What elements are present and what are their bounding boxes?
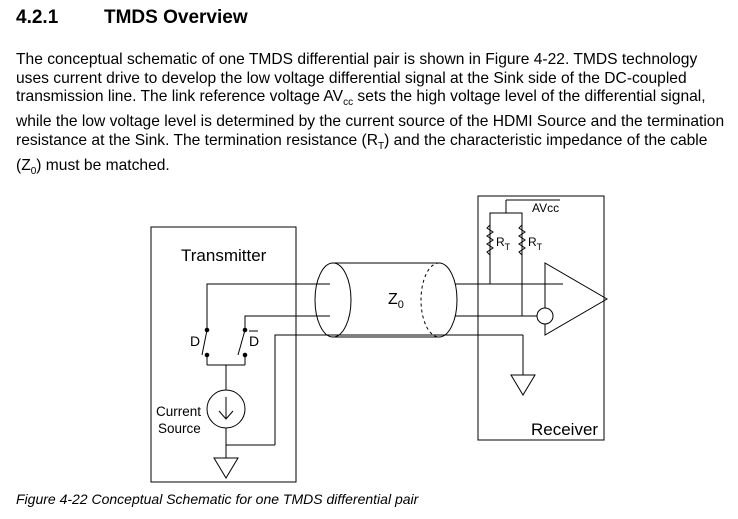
switch-d-label: D [190, 333, 200, 349]
paragraph-text-3: ) and the characteristic impedance of th… [16, 131, 708, 174]
resistor-rt-label-1: RT [496, 235, 511, 252]
paragraph-text-4: ) must be matched. [36, 156, 170, 174]
paragraph-text-1: The conceptual schematic of one TMDS dif… [16, 51, 698, 106]
resistor-rt-label-2: RT [528, 235, 543, 252]
cable-impedance-label: Z0 [388, 291, 404, 311]
inverting-input-bubble [536, 307, 554, 325]
section-number: 4.2.1 [16, 7, 59, 28]
receiver-box [477, 195, 605, 441]
switch-dbar-label: D [249, 333, 259, 349]
body-paragraph: The conceptual schematic of one TMDS dif… [16, 51, 732, 182]
current-label: Current [156, 404, 201, 419]
transmitter-wiring [206, 283, 345, 458]
source-label: Source [158, 421, 201, 436]
receiver-wiring [345, 199, 563, 375]
switch-d [201, 327, 210, 358]
avcc-label: AVcc [532, 201, 559, 215]
rt-subscript: T [378, 141, 385, 153]
paragraph-text-2: sets the high voltage level of the diffe… [16, 88, 725, 149]
transmitter-ground-icon [213, 457, 239, 479]
switch-dbar [237, 327, 248, 358]
z0-subscript: 0 [30, 165, 37, 177]
transmitter-label: Transmitter [181, 246, 267, 265]
transmitter-box [150, 226, 297, 483]
receiver-label: Receiver [531, 420, 598, 439]
current-source-icon [206, 389, 246, 429]
avcc-subscript: cc [343, 97, 354, 109]
cable [314, 262, 458, 338]
section-heading: 4.2.1 TMDS Overview [16, 7, 248, 29]
receiver-ground-icon [510, 374, 536, 396]
figure-caption: Figure 4-22 Conceptual Schematic for one… [16, 491, 419, 507]
receiver-amplifier-icon [544, 262, 608, 336]
section-title: TMDS Overview [104, 7, 248, 28]
